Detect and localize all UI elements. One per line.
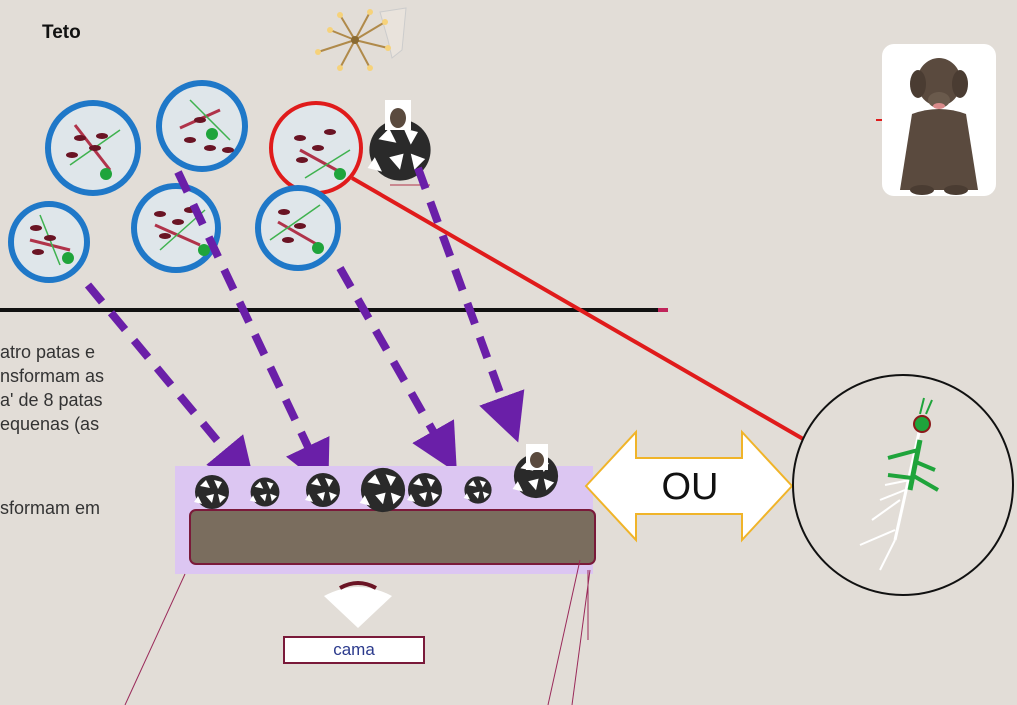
bed-legs — [124, 559, 591, 705]
body-text-line-2: nsformam as — [0, 366, 105, 386]
bed-mattress — [189, 509, 596, 565]
page-title: Teto — [42, 22, 81, 43]
body-text-line-6: sformam em — [0, 498, 101, 518]
mite-circle-3 — [8, 201, 90, 283]
transfer-arrows — [84, 166, 525, 490]
dog-illustration — [900, 58, 978, 195]
body-text-line-4: equenas (as — [0, 414, 100, 434]
or-label: OU — [661, 466, 719, 508]
mite-figure-icon — [792, 374, 1014, 596]
red-arrow — [350, 176, 847, 465]
mite-circle-4 — [131, 183, 221, 273]
mite-circle-1 — [45, 100, 141, 196]
dog-mite-cluster — [367, 100, 431, 186]
mite-circle-2 — [156, 80, 248, 172]
or-double-arrow — [584, 429, 794, 543]
body-text-line-1: atro patas e — [0, 342, 96, 362]
chandelier-icon — [315, 7, 407, 71]
body-text-line-3: a' de 8 patas — [0, 390, 103, 410]
mite-cluster-icon — [194, 444, 559, 513]
dog-photo — [882, 44, 996, 196]
mite-circle-highlighted — [269, 101, 363, 195]
bed-label: cama — [283, 636, 425, 664]
eye-icon — [324, 581, 392, 628]
mite-circle-5 — [255, 185, 341, 271]
